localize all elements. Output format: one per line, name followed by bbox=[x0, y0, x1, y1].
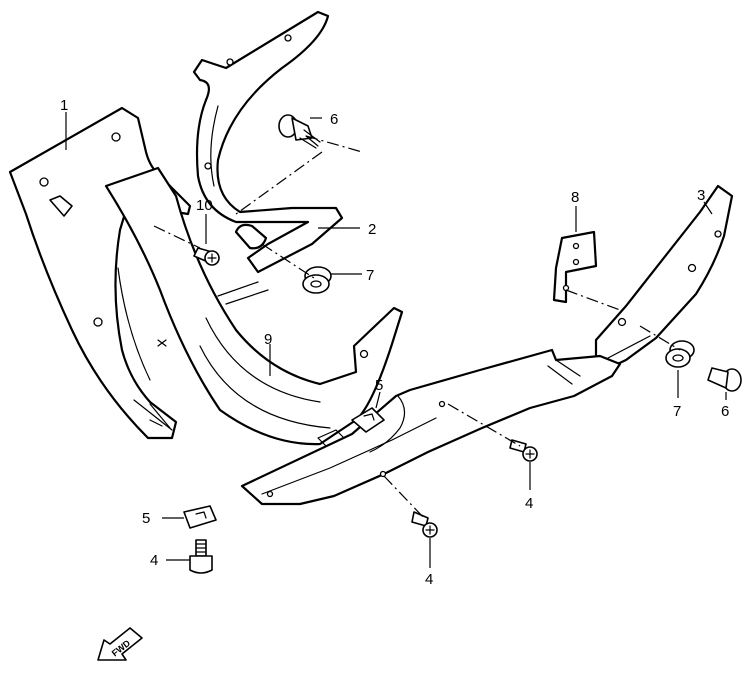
leader-lines bbox=[65, 112, 727, 568]
fwd-direction-arrow: FWD bbox=[97, 627, 143, 661]
callout-3: 3 bbox=[697, 187, 705, 204]
callout-4-left: 4 bbox=[150, 552, 158, 569]
part-6-rivet-upper bbox=[278, 114, 321, 149]
part-4-lower-undercover bbox=[240, 348, 622, 506]
part-10-screw bbox=[193, 247, 220, 266]
part-1-left-cowl bbox=[8, 106, 192, 440]
part-6-rivet-right bbox=[707, 367, 742, 392]
part-8-bracket bbox=[552, 230, 598, 304]
callout-10: 10 bbox=[196, 197, 213, 214]
part-9-inner-cover bbox=[104, 166, 404, 446]
callout-2: 2 bbox=[368, 221, 376, 238]
callout-4-center: 4 bbox=[525, 495, 533, 512]
callout-9: 9 bbox=[264, 331, 272, 348]
part-2-upper-panel bbox=[192, 10, 344, 305]
callout-1: 1 bbox=[60, 97, 68, 114]
callout-6-upper: 6 bbox=[330, 111, 338, 128]
callout-6-right: 6 bbox=[721, 403, 729, 420]
callout-8: 8 bbox=[571, 189, 579, 206]
part-3-right-undercover bbox=[594, 184, 734, 376]
part-5-clip-left bbox=[183, 505, 217, 529]
callout-labels: 1 6 10 2 7 9 8 3 5 7 6 4 5 4 4 bbox=[60, 97, 729, 588]
callout-4-lower: 4 bbox=[425, 571, 433, 588]
callout-7-right: 7 bbox=[673, 403, 681, 420]
part-5-clip-center bbox=[351, 407, 385, 433]
part-4-standoff bbox=[189, 539, 213, 574]
callout-7-center: 7 bbox=[366, 267, 374, 284]
assembly-lines bbox=[153, 135, 681, 519]
callout-5-center: 5 bbox=[375, 377, 383, 394]
part-7-grommet-center bbox=[302, 266, 332, 294]
part-4-screw-lower bbox=[411, 511, 438, 538]
callout-5-left: 5 bbox=[142, 510, 150, 527]
part-7-grommet-right bbox=[665, 340, 695, 368]
